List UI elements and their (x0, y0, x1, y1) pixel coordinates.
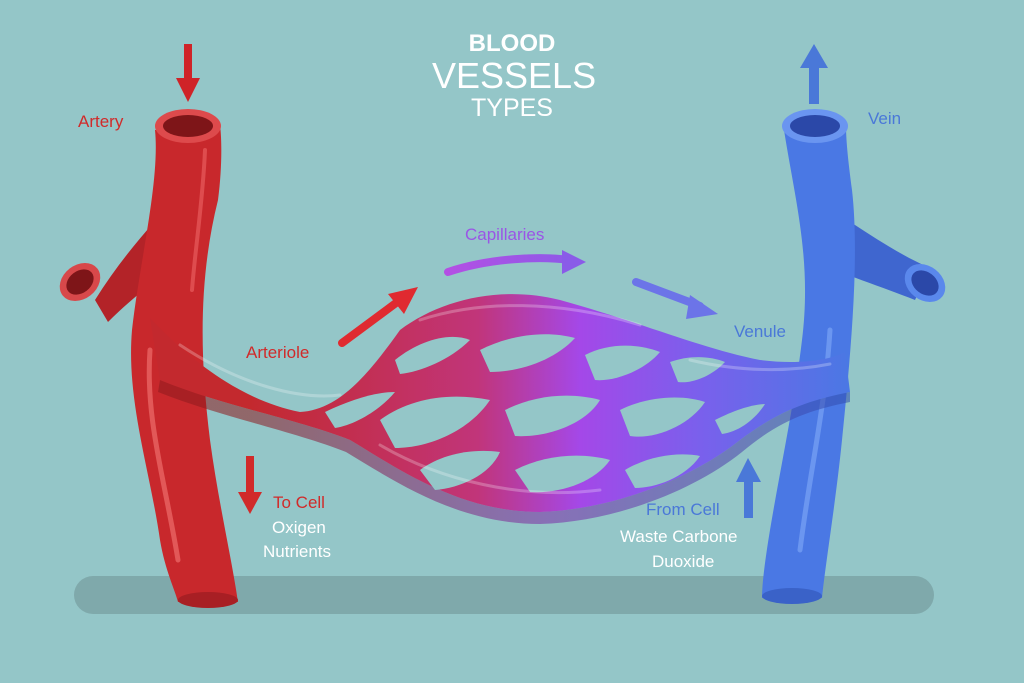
arteriole-flow-arrow (338, 287, 418, 347)
venule-label: Venule (734, 322, 786, 341)
vein-outflow-arrow (800, 44, 828, 104)
artery-label: Artery (78, 112, 124, 131)
vein-vessel (762, 109, 946, 604)
venule-flow-arrow (632, 278, 718, 319)
to-cell-arrow (238, 456, 262, 514)
title-line-2: VESSELS (432, 55, 597, 96)
title-line-1: BLOOD (468, 30, 556, 57)
from-cell-label: From Cell (646, 500, 720, 519)
arteriole-label: Arteriole (246, 343, 310, 362)
from-cell-arrow (736, 458, 761, 518)
diagram-title: BLOOD VESSELS TYPES (432, 30, 597, 122)
ground-shadow (74, 576, 934, 614)
vein-label: Vein (868, 109, 902, 128)
to-cell-item-oxigen: Oxigen (272, 518, 326, 537)
artery-vessel (59, 109, 238, 608)
from-cell-item-waste-carbone: Waste Carbone (620, 527, 738, 546)
capillary-gaps (325, 334, 765, 493)
artery-inflow-arrow (176, 44, 200, 102)
capillaries-flow-arrow (444, 250, 586, 276)
capillaries-label: Capillaries (465, 225, 545, 244)
to-cell-item-nutrients: Nutrients (263, 542, 332, 561)
from-cell-item-duoxide: Duoxide (652, 552, 715, 571)
title-line-3: TYPES (471, 94, 553, 122)
to-cell-label: To Cell (273, 493, 325, 512)
capillary-network (150, 294, 850, 524)
